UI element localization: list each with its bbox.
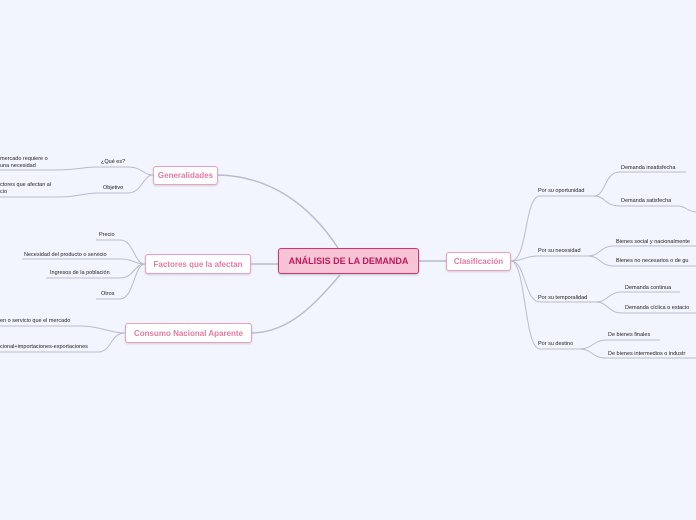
necesidad-item[interactable]: Bienes social y nacionalmente — [616, 239, 690, 245]
central-topic-label: ANÁLISIS DE LA DEMANDA — [288, 256, 409, 266]
topic-generalidades[interactable]: Generalidades — [153, 166, 218, 185]
oportunidad-item[interactable]: Demanda insatisfecha — [621, 165, 676, 171]
temporalidad-item[interactable]: Demanda cíclica o estacio — [625, 305, 690, 311]
necesidad-item[interactable]: Bienes no necesarios o de gu — [616, 258, 689, 264]
subtopic-que-es[interactable]: ¿Qué es? — [101, 159, 126, 165]
subtopic-objetivo[interactable]: Objetivo — [103, 185, 124, 191]
central-topic[interactable]: ANÁLISIS DE LA DEMANDA — [278, 248, 419, 274]
factor-item[interactable]: Ingresos de la población — [50, 270, 110, 276]
subtopic-oportunidad[interactable]: Por su oportunidad — [538, 188, 585, 194]
subtopic-necesidad[interactable]: Por su necesidad — [538, 248, 581, 254]
topic-factores-label: Factores que la afectan — [153, 259, 243, 269]
detail-consumo-line-2[interactable]: cional+importaciones-exportaciones — [0, 344, 88, 350]
topic-consumo-label: Consumo Nacional Aparente — [133, 328, 244, 338]
topic-generalidades-label: Generalidades — [157, 171, 214, 180]
detail-que-es-line-1[interactable]: mercado requiere o — [0, 156, 48, 162]
topic-factores[interactable]: Factores que la afectan — [145, 254, 251, 274]
topic-clasificacion[interactable]: Clasificación — [446, 252, 511, 271]
topic-consumo-nacional[interactable]: Consumo Nacional Aparente — [125, 323, 252, 343]
destino-item[interactable]: De bienes finales — [608, 332, 651, 338]
factor-item[interactable]: Precio — [99, 232, 115, 238]
detail-objetivo-line-1[interactable]: ctores que afectan al — [0, 182, 52, 188]
temporalidad-item[interactable]: Demanda continua — [625, 285, 672, 291]
oportunidad-item[interactable]: Demanda satisfecha — [621, 198, 672, 204]
factor-item[interactable]: Otros — [101, 291, 115, 297]
topic-clasificacion-label: Clasificación — [453, 257, 504, 266]
detail-consumo-line-1[interactable]: en o servicio que el mercado — [0, 318, 71, 324]
detail-que-es-line-2[interactable]: una necesidad — [0, 163, 36, 169]
subtopic-destino[interactable]: Por su destino — [538, 341, 574, 347]
detail-objetivo-line-2[interactable]: cio — [0, 189, 8, 195]
factor-item[interactable]: Necesidad del producto o servicio — [24, 252, 107, 258]
subtopic-temporalidad[interactable]: Por su temporalidad — [538, 295, 588, 301]
destino-item[interactable]: De bienes intermedios o industr — [608, 351, 686, 357]
